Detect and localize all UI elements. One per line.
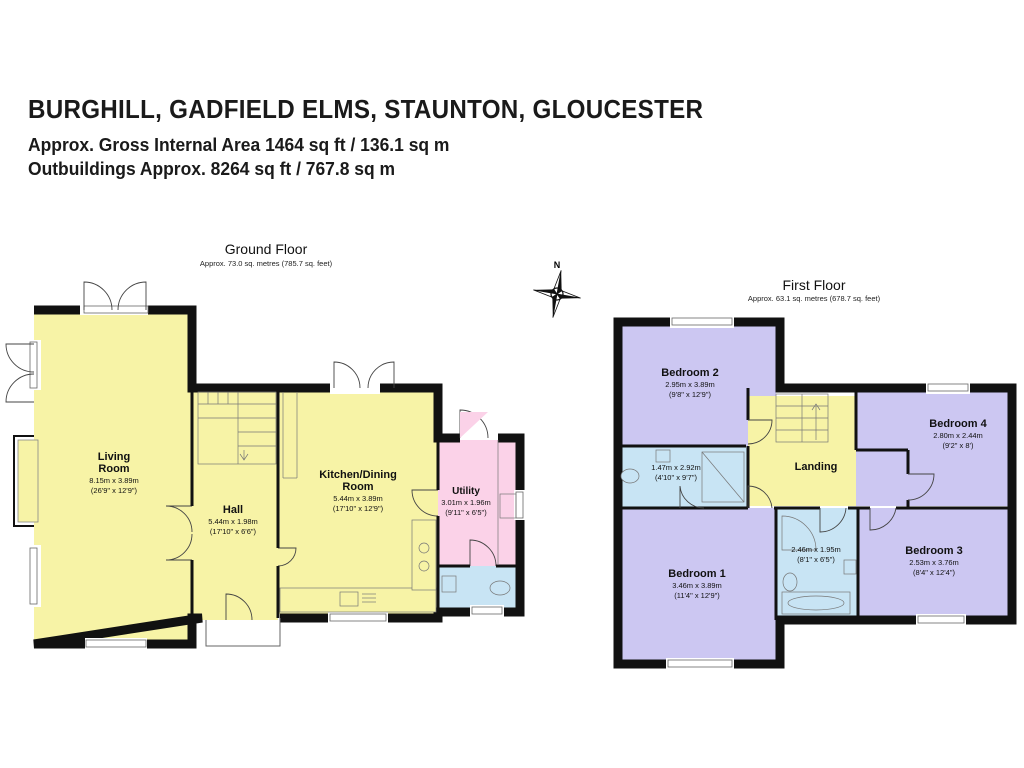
hall-metric: 5.44m x 1.98m	[208, 517, 258, 526]
hall-area	[192, 388, 278, 620]
bathroom-imperial: (8'1" x 6'5")	[797, 555, 835, 564]
utility-area	[438, 440, 518, 566]
bedroom3-imperial: (8'4" x 12'4")	[913, 568, 955, 577]
bedroom1-label: Bedroom 1	[668, 568, 725, 580]
gross-area: Approx. Gross Internal Area 1464 sq ft /…	[28, 135, 450, 155]
ground-floor-title: Ground Floor	[224, 241, 308, 257]
property-title: BURGHILL, GADFIELD ELMS, STAUNTON, GLOUC…	[28, 94, 704, 124]
living-room-area	[34, 312, 192, 642]
ground-floor-area: Approx. 73.0 sq. metres (785.7 sq. feet)	[199, 259, 333, 268]
bedroom1-metric: 3.46m x 3.89m	[672, 581, 722, 590]
bedroom3-metric: 2.53m x 3.76m	[909, 558, 959, 567]
first-floor-plan	[613, 316, 1017, 670]
ensuite-imperial: (4'10" x 9'7")	[655, 473, 697, 482]
first-floor-area: Approx. 63.1 sq. metres (678.7 sq. feet)	[747, 294, 881, 303]
outbuildings-area: Outbuildings Approx. 8264 sq ft / 767.8 …	[28, 159, 396, 179]
kitchen-metric: 5.44m x 3.89m	[333, 494, 383, 503]
bedroom4-metric: 2.80m x 2.44m	[933, 431, 983, 440]
utility-label: Utility	[452, 486, 480, 497]
bedroom2-label: Bedroom 2	[661, 367, 718, 379]
hall-imperial: (17'10" x 6'6")	[210, 527, 257, 536]
kitchen-label-2: Room	[342, 481, 373, 493]
bathroom-metric: 2.46m x 1.95m	[791, 545, 841, 554]
kitchen-imperial: (17'10" x 12'9")	[333, 504, 384, 513]
kitchen-area	[278, 388, 438, 614]
bedroom2-metric: 2.95m x 3.89m	[665, 380, 715, 389]
bedroom2-imperial: (9'8" x 12'9")	[669, 390, 711, 399]
utility-imperial: (9'11" x 6'5")	[445, 508, 487, 517]
living-room-metric: 8.15m x 3.89m	[89, 476, 139, 485]
living-room-label-2: Room	[98, 463, 129, 475]
wc-area	[438, 566, 518, 610]
compass-rose	[533, 270, 581, 318]
first-floor-title: First Floor	[782, 277, 846, 293]
living-room-label-1: Living	[98, 451, 130, 463]
compass-north-label: N	[554, 260, 561, 270]
utility-metric: 3.01m x 1.96m	[441, 498, 491, 507]
bedroom3-label: Bedroom 3	[905, 545, 962, 557]
hall-label: Hall	[223, 504, 243, 516]
bedroom4-area	[856, 388, 1010, 506]
kitchen-label-1: Kitchen/Dining	[319, 469, 397, 481]
ensuite-metric: 1.47m x 2.92m	[651, 463, 701, 472]
landing-label: Landing	[795, 461, 838, 473]
bedroom1-imperial: (11'4" x 12'9")	[674, 591, 720, 600]
bedroom1-area	[618, 508, 776, 660]
ground-floor-plan	[5, 281, 526, 650]
living-room-imperial: (26'9" x 12'9")	[91, 486, 138, 495]
bedroom4-label: Bedroom 4	[929, 418, 987, 430]
bedroom4-imperial: (9'2" x 8')	[943, 441, 974, 450]
